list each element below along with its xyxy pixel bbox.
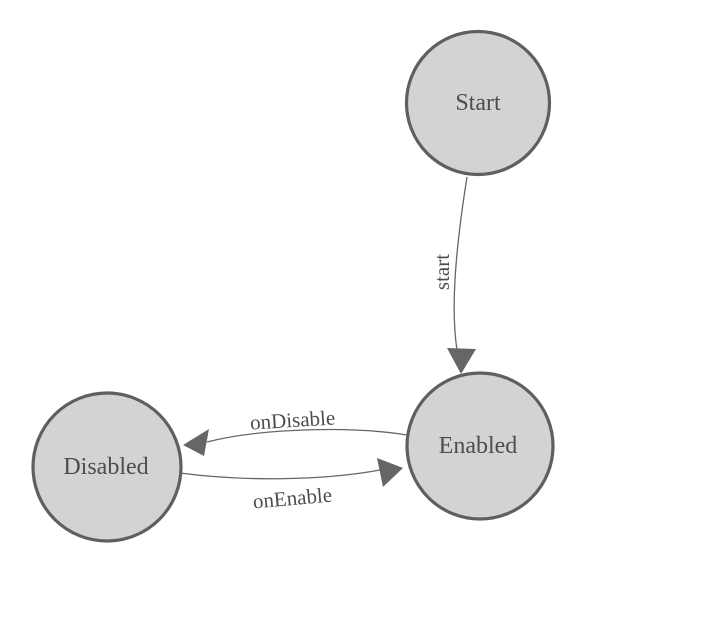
arrowhead-disabled-to-enabled (377, 458, 403, 487)
edge-label-onenable: onEnable (252, 483, 333, 514)
edge-disabled-to-enabled: onEnable (179, 458, 403, 514)
edge-onenable-line (179, 469, 381, 480)
node-disabled-circle (31, 391, 183, 543)
node-disabled: Disabled (31, 391, 183, 543)
edge-ondisable-line (206, 428, 408, 443)
node-enabled-circle (405, 371, 555, 521)
node-start-label: Start (455, 90, 501, 116)
node-enabled: Enabled (405, 371, 555, 521)
node-start: Start (404, 29, 552, 177)
edge-enabled-to-disabled: onDisable (183, 405, 408, 456)
edge-label-ondisable: onDisable (249, 405, 335, 434)
node-enabled-label: Enabled (439, 433, 518, 459)
edge-start-to-enabled: start (430, 176, 476, 374)
edge-label-start: start (430, 254, 454, 290)
node-disabled-label: Disabled (63, 454, 148, 480)
node-start-circle (404, 29, 552, 177)
arrowhead-start-to-enabled (447, 348, 476, 374)
edge-start-line (453, 176, 468, 351)
arrowhead-enabled-to-disabled (183, 429, 209, 456)
